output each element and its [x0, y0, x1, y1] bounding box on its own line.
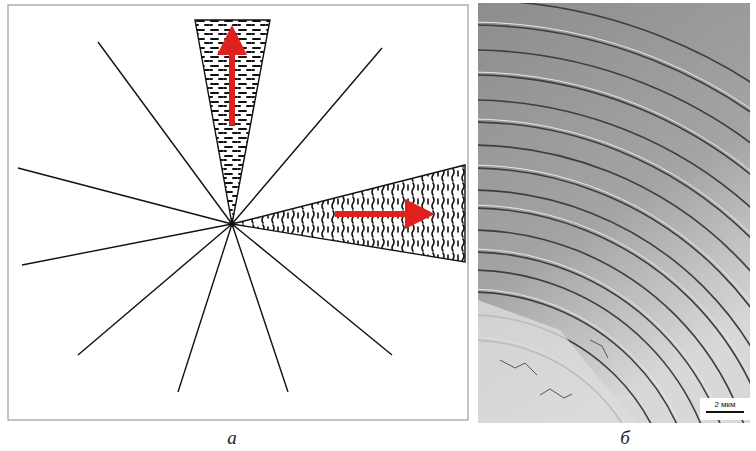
- micrograph: [478, 3, 750, 423]
- scale-label: 2 мкм: [712, 400, 737, 409]
- panel-letter: б: [620, 427, 630, 449]
- spherulite-schematic: [8, 5, 468, 420]
- panel-letter: а: [227, 427, 237, 449]
